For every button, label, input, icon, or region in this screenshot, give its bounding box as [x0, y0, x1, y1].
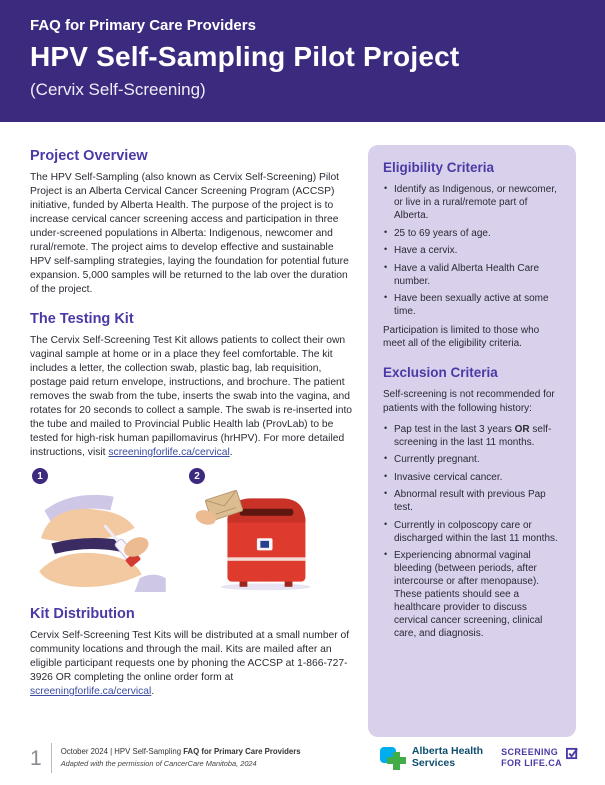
- figure-mailbox: 2: [187, 468, 334, 592]
- eligibility-heading: Eligibility Criteria: [383, 160, 495, 175]
- footer-credit: October 2024 | HPV Self-Sampling FAQ for…: [61, 746, 301, 770]
- project-overview-heading: Project Overview: [30, 148, 148, 164]
- list-item-text: 25 to 69 years of age.: [394, 227, 491, 239]
- mailbox-illustration: [195, 489, 311, 591]
- list-item-text: Have a valid Alberta Health Care number.: [394, 262, 540, 287]
- list-item-text: Currently pregnant.: [394, 454, 480, 466]
- footer-credit-line2: Adapted with the permission of CancerCar…: [60, 759, 257, 769]
- list-item: Have a cervix.: [383, 244, 561, 257]
- footer-credit-bold: FAQ for Primary Care Providers: [183, 747, 301, 757]
- header-banner: FAQ for Primary Care Providers HPV Self-…: [0, 0, 605, 122]
- ahs-logo-line2: Services: [411, 757, 456, 769]
- list-item-text: Currently in colposcopy care or discharg…: [394, 519, 558, 544]
- exclusion-heading: Exclusion Criteria: [383, 365, 498, 381]
- list-item: Identify as Indigenous, or newcomer, or …: [383, 183, 561, 222]
- project-overview-body: The HPV Self-Sampling (also known as Cer…: [30, 172, 349, 295]
- section-testing-kit: The Testing Kit The Cervix Self-Screenin…: [30, 311, 355, 592]
- exclusion-intro: Self-screening is not recommended for pa…: [383, 389, 555, 414]
- kit-distribution-text-end: .: [151, 686, 155, 697]
- swab-illustration: [39, 494, 166, 592]
- section-kit-distribution: Kit Distribution Cervix Self-Screening T…: [30, 606, 355, 699]
- header-eyebrow: FAQ for Primary Care Providers: [30, 17, 256, 34]
- figure-1-badge: 1: [32, 468, 48, 484]
- sfl-logo-line1: SCREENING: [501, 747, 559, 758]
- page-footer: 1 October 2024 | HPV Self-Sampling FAQ f…: [30, 743, 579, 773]
- list-item: Abnormal result with previous Pap test.: [383, 488, 561, 514]
- list-item-text: self-screening in the last 11 months.: [394, 423, 552, 448]
- list-item: Experiencing abnormal vaginal bleeding (…: [383, 549, 561, 640]
- figures-row: 1: [30, 468, 355, 592]
- ahs-logo: Alberta Health Services: [379, 745, 484, 771]
- page-title: HPV Self-Sampling Pilot Project: [30, 41, 460, 72]
- screeningforlife-link[interactable]: screeningforlife.ca/cervical: [108, 447, 230, 458]
- screening-for-life-logo: SCREENING FOR LIFE.CA: [501, 747, 579, 769]
- page-subtitle: (Cervix Self-Screening): [30, 80, 206, 99]
- list-item: Currently pregnant.: [383, 453, 561, 466]
- list-item-text: Identify as Indigenous, or newcomer, or …: [394, 184, 557, 221]
- list-item-text: Have a cervix.: [394, 245, 458, 256]
- checkbox-check-icon: [566, 748, 578, 760]
- sfl-logo-line2: FOR LIFE.CA: [501, 758, 562, 768]
- testing-kit-text-end: .: [229, 447, 233, 458]
- list-item: Have been sexually active at some time.: [383, 292, 561, 318]
- ahs-logo-line1: Alberta Health: [411, 745, 484, 758]
- list-item-text: Have been sexually active at some time.: [394, 293, 549, 317]
- order-form-link[interactable]: screeningforlife.ca/cervical: [30, 686, 152, 697]
- ahs-logo-icon: [379, 747, 406, 770]
- kit-distribution-text: Cervix Self-Screening Test Kits will be …: [30, 630, 350, 683]
- main-column: Project Overview The HPV Self-Sampling (…: [30, 148, 355, 705]
- section-project-overview: Project Overview The HPV Self-Sampling (…: [30, 148, 355, 297]
- footer-divider: [50, 743, 52, 773]
- list-item-text: Experiencing abnormal vaginal bleeding (…: [394, 550, 543, 640]
- kit-distribution-body: Cervix Self-Screening Test Kits will be …: [30, 629, 355, 699]
- kit-distribution-heading: Kit Distribution: [30, 606, 135, 622]
- eligibility-list: Identify as Indigenous, or newcomer, or …: [383, 183, 561, 318]
- list-item: 25 to 69 years of age.: [383, 227, 561, 240]
- footer-logos: Alberta Health Services SCREENING FOR LI…: [379, 745, 579, 771]
- eligibility-note: Participation is limited to those who me…: [383, 325, 540, 350]
- testing-kit-body: The Cervix Self-Screening Test Kit allow…: [30, 334, 355, 460]
- ahs-logo-text: Alberta Health Services: [411, 745, 484, 770]
- list-item-text: Invasive cervical cancer.: [394, 471, 503, 483]
- testing-kit-text: The Cervix Self-Screening Test Kit allow…: [30, 335, 353, 458]
- criteria-panel: Eligibility Criteria Identify as Indigen…: [368, 145, 576, 737]
- testing-kit-heading: The Testing Kit: [30, 311, 134, 327]
- figure-swab: 1: [30, 468, 177, 592]
- sfl-logo-text: SCREENING FOR LIFE.CA: [501, 747, 562, 769]
- exclusion-list: Pap test in the last 3 years OR self-scr…: [383, 423, 561, 641]
- list-item: Currently in colposcopy care or discharg…: [383, 519, 561, 545]
- list-item: Have a valid Alberta Health Care number.: [383, 262, 561, 288]
- figure-2-badge: 2: [189, 468, 205, 484]
- list-item-emphasis: OR: [514, 423, 530, 435]
- list-item-text: Pap test in the last 3 years: [394, 423, 515, 435]
- page-number: 1: [30, 746, 42, 770]
- list-item: Invasive cervical cancer.: [383, 471, 561, 484]
- footer-credit-normal: October 2024 | HPV Self-Sampling: [60, 747, 184, 757]
- list-item-text: Abnormal result with previous Pap test.: [394, 489, 546, 514]
- footer-credit-line1: October 2024 | HPV Self-Sampling FAQ for…: [61, 746, 301, 758]
- list-item: Pap test in the last 3 years OR self-scr…: [383, 423, 561, 449]
